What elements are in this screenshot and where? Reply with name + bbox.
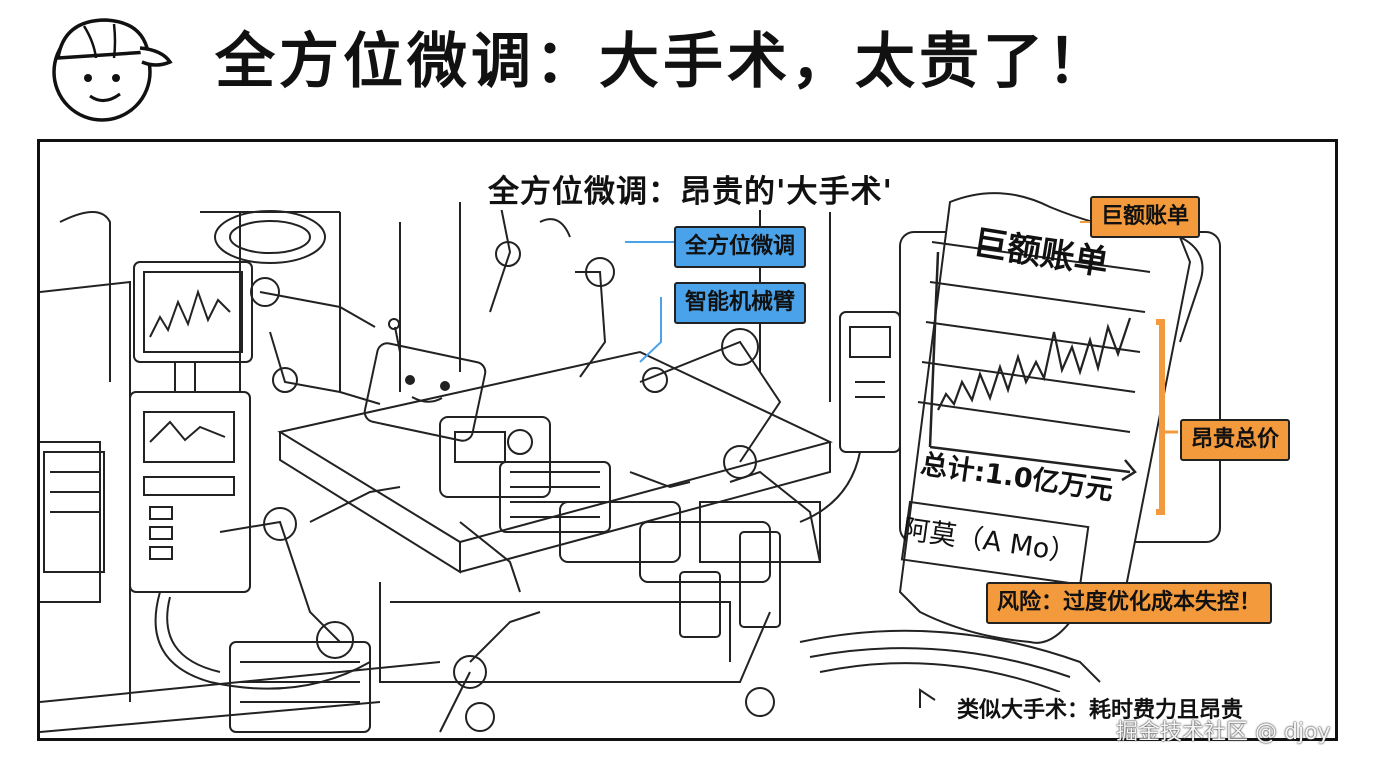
watermark: 掘金技术社区 @ djoy (1116, 720, 1331, 745)
illustration-panel: 全方位微调：昂贵的'大手术' 全方位微调 智能机械臂 巨额账单 昂贵总价 风险：… (37, 139, 1338, 741)
cap-mascot-icon (52, 18, 173, 122)
surgery-caption: 类似大手术：耗时费力且昂贵 (953, 692, 1248, 724)
expensive-total-label: 昂贵总价 (1180, 419, 1291, 461)
operating-room-illustration (40, 192, 1221, 733)
huge-bill-label: 巨额账单 (1090, 196, 1201, 238)
main-title: 全方位微调：大手术，太贵了！ (215, 27, 1111, 97)
risk-label: 风险：过度优化成本失控！ (986, 582, 1273, 624)
robot-arm-label: 智能机械臂 (674, 282, 807, 324)
panel-title: 全方位微调：昂贵的'大手术' (40, 166, 1335, 211)
full-finetune-label: 全方位微调 (674, 226, 807, 268)
